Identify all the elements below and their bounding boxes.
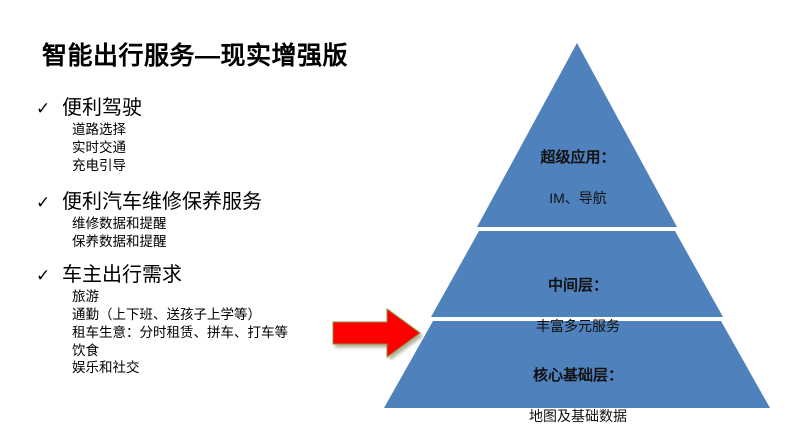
- bullet-list: ✓ 便利驾驶 道路选择 实时交通 充电引导 ✓ 便利汽车维修保养服务 维修数据和…: [36, 96, 356, 377]
- list-item: 实时交通: [72, 139, 126, 155]
- bullet-sublist: 旅游 通勤（上下班、送孩子上学等） 租车生意：分时租赁、拼车、打车等 饮食 娱乐…: [72, 288, 356, 377]
- bullet-sublist: 道路选择 实时交通 充电引导: [72, 121, 356, 174]
- checkmark-icon: ✓: [36, 266, 51, 286]
- list-item: 旅游: [72, 289, 99, 305]
- list-item: 维修数据和提醒: [72, 216, 167, 232]
- checkmark-icon: ✓: [36, 99, 51, 118]
- checkmark-icon: ✓: [36, 193, 51, 213]
- bullet-group-3: ✓ 车主出行需求 旅游 通勤（上下班、送孩子上学等） 租车生意：分时租赁、拼车、…: [36, 263, 356, 377]
- list-item: 保养数据和提醒: [72, 234, 167, 250]
- bullet-sublist: 维修数据和提醒 保养数据和提醒: [72, 215, 356, 251]
- pyramid-diagram: 超级应用： IM、导航 中间层： 丰富多元服务 核心基础层： 地图及基础数据: [378, 36, 778, 424]
- bullet-title: 便利驾驶: [62, 97, 142, 119]
- page-title: 智能出行服务—现实增强版: [42, 42, 349, 70]
- pyramid-tier-3-shape: [384, 321, 770, 408]
- list-item: 娱乐和社交: [72, 360, 140, 376]
- bullet-group-1: ✓ 便利驾驶 道路选择 实时交通 充电引导: [36, 96, 356, 174]
- right-arrow-icon: [332, 308, 421, 358]
- bullet-heading: ✓ 车主出行需求: [36, 263, 356, 288]
- pyramid-shape: [384, 43, 770, 408]
- list-item: 饮食: [72, 342, 99, 358]
- pyramid-tier-2-shape: [431, 231, 723, 317]
- list-item: 道路选择: [72, 122, 126, 137]
- bullet-heading: ✓ 便利驾驶: [36, 96, 356, 121]
- list-item: 租车生意：分时租赁、拼车、打车等: [72, 324, 288, 340]
- bullet-group-2: ✓ 便利汽车维修保养服务 维修数据和提醒 保养数据和提醒: [36, 190, 356, 251]
- list-item: 通勤（上下班、送孩子上学等）: [72, 306, 261, 322]
- bullet-title: 便利汽车维修保养服务: [62, 191, 262, 214]
- pyramid-tier-1-shape: [477, 43, 677, 227]
- bullet-heading: ✓ 便利汽车维修保养服务: [36, 190, 356, 215]
- list-item: 充电引导: [72, 157, 126, 173]
- bullet-title: 车主出行需求: [62, 264, 182, 287]
